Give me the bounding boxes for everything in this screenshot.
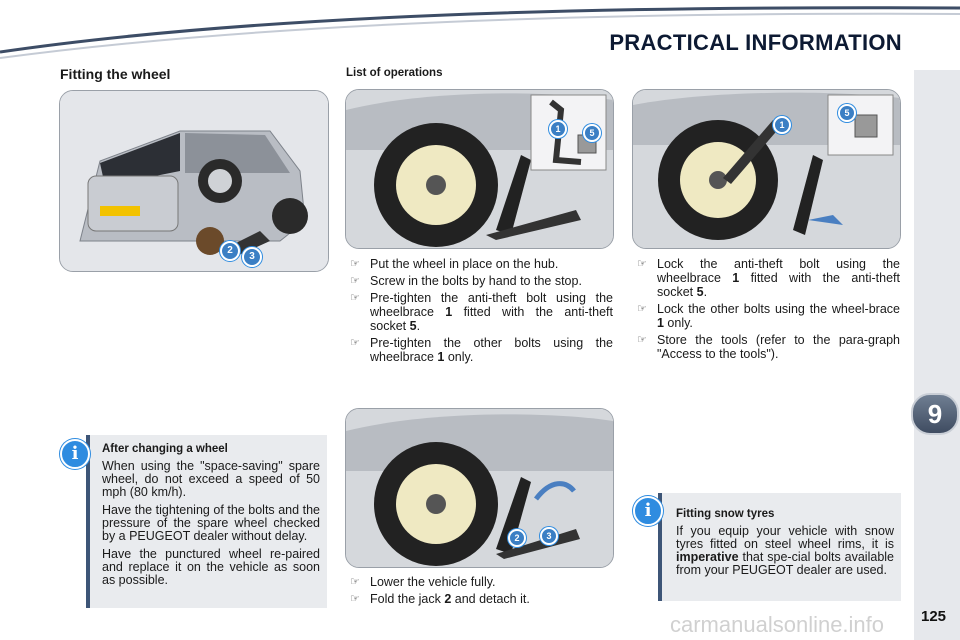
list-item: ☞Lock the anti-theft bolt using the whee… [637,257,900,299]
info-paragraph: When using the "space-saving" spare whee… [102,459,320,499]
callout-2: 2 [508,529,526,547]
list-item: ☞Store the tools (refer to the para-grap… [637,333,900,361]
list-item: ☞Lower the vehicle fully. [350,575,496,589]
jack-lowering-illustration: 2 3 [345,408,614,568]
operations-title: List of operations [346,67,443,79]
list-item: ☞Fold the jack 2 and detach it. [350,592,530,606]
chapter-rail [914,70,960,640]
list-item: ☞Pre-tighten the anti-theft bolt using t… [350,291,613,333]
info-paragraph: Have the tightening of the bolts and the… [102,503,320,543]
section-title: Fitting the wheel [60,66,171,82]
wheel-fitting-illustration: 1 5 [345,89,614,249]
list-item: ☞Screw in the bolts by hand to the stop. [350,274,582,288]
hand-pointer-icon: ☞ [350,275,360,287]
chapter-tab[interactable]: 9 [911,393,959,435]
hand-pointer-icon: ☞ [350,593,360,605]
watermark: carmanualsonline.info [670,612,885,637]
steps-list-c: ☞Lower the vehicle fully. ☞Fold the jack… [346,575,613,609]
hand-pointer-icon: ☞ [350,292,360,304]
hand-pointer-icon: ☞ [637,258,647,270]
number-plate [100,206,140,216]
callout-1: 1 [773,116,791,134]
car-rear-illustration: 2 3 [59,90,329,272]
info-icon: i [60,439,90,469]
page-header-title: PRACTICAL INFORMATION [609,30,902,55]
callout-2: 2 [220,241,240,261]
hand-pointer-icon: ☞ [637,334,647,346]
steps-list-a: ☞Put the wheel in place on the hub. ☞Scr… [346,257,613,367]
info-title: Fitting snow tyres [676,508,775,520]
callout-3: 3 [242,247,262,267]
page-number: 125 [921,608,947,625]
callout-5: 5 [583,124,601,142]
info-box-snow-tyres: Fitting snow tyres If you equip your veh… [658,493,901,601]
hand-pointer-icon: ☞ [350,258,360,270]
list-item: ☞Pre-tighten the other bolts using the w… [350,336,613,364]
list-item: ☞Lock the other bolts using the wheel-br… [637,302,900,330]
info-icon: i [633,496,663,526]
callout-3: 3 [540,527,558,545]
hand-pointer-icon: ☞ [350,576,360,588]
list-item: ☞Put the wheel in place on the hub. [350,257,559,271]
hand-pointer-icon: ☞ [637,303,647,315]
steps-list-b: ☞Lock the anti-theft bolt using the whee… [633,257,900,364]
header-swoosh [0,0,960,59]
callout-5: 5 [838,104,856,122]
callout-1: 1 [549,120,567,138]
info-paragraph: If you equip your vehicle with snow tyre… [676,524,894,577]
hand-pointer-icon: ☞ [350,337,360,349]
wheel-locking-illustration: 1 5 [632,89,901,249]
info-title: After changing a wheel [102,443,228,455]
info-paragraph: Have the punctured wheel re-paired and r… [102,547,320,587]
info-box-after-changing: After changing a wheel When using the "s… [86,435,327,608]
